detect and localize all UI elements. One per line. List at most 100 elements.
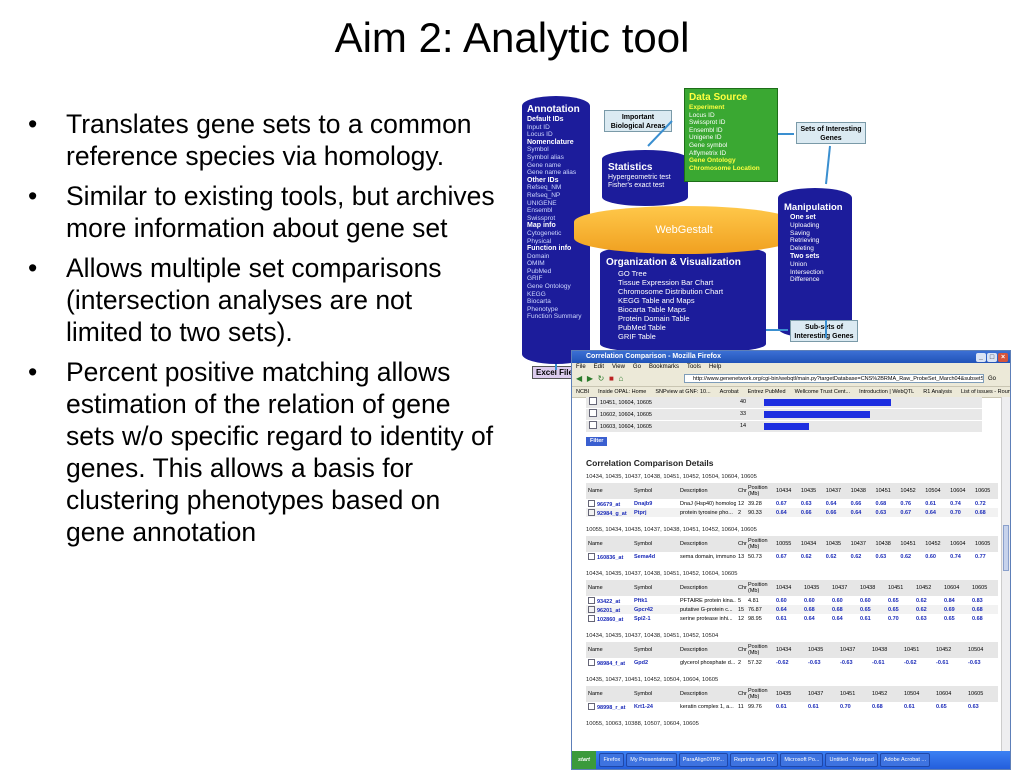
set-count: 40 (740, 399, 747, 405)
menu-item[interactable]: File (576, 364, 586, 370)
taskbar-item[interactable]: ParaAlign07PP... (678, 752, 728, 767)
probe-link[interactable]: 98984_f_at (586, 658, 632, 667)
menu-item[interactable]: View (612, 364, 625, 370)
forward-icon[interactable]: ▶ (586, 374, 593, 383)
filter-button[interactable]: Filter (586, 437, 608, 446)
bookmark-item[interactable]: Acrobat (719, 389, 739, 395)
chr-cell: 15 (736, 605, 746, 614)
taskbar-item[interactable]: Reprints and CV (729, 752, 779, 767)
correlation-value: 0.63 (875, 553, 887, 560)
bookmark-item[interactable]: R1 Analysis (923, 389, 952, 395)
probe-link[interactable]: 96201_at (586, 605, 632, 614)
list-item: UNIGENE (527, 199, 557, 207)
chr-cell: 2 (736, 508, 747, 517)
set-checkbox[interactable] (589, 397, 597, 405)
chr-cell: 12 (738, 500, 745, 507)
reload-icon[interactable]: ↻ (597, 374, 605, 383)
set-checkbox[interactable] (589, 409, 597, 417)
list-item: Biocarta (527, 298, 551, 306)
back-icon[interactable]: ◀ (576, 374, 583, 383)
start-button[interactable]: start (572, 751, 596, 769)
column-header: 10438 (858, 580, 886, 596)
correlation-value: 0.63 (800, 500, 812, 507)
symbol-link[interactable]: Sema4d (634, 553, 656, 560)
probe-link[interactable]: 93422_at (586, 596, 632, 605)
symbol-link[interactable]: Pftk1 (634, 597, 648, 604)
probe-link[interactable]: 98998_r_at (586, 702, 632, 711)
list-item: Affymetrix ID (689, 149, 727, 157)
correlation-value: 0.65 (858, 605, 886, 614)
home-icon[interactable]: ⌂ (618, 374, 624, 383)
column-header: Chr (736, 580, 747, 596)
correlation-value: 0.66 (850, 500, 862, 507)
taskbar-item[interactable]: Firefox (599, 752, 625, 767)
url-bar[interactable]: http://www.genenetwork.org/cgi-bin/webqt… (684, 374, 984, 383)
menu-item[interactable]: Tools (686, 364, 701, 370)
probe-link[interactable]: 102860_at (586, 614, 632, 623)
correlation-value: 0.83 (972, 597, 983, 604)
stop-icon[interactable]: ■ (609, 374, 614, 383)
correlation-value: 0.74 (950, 500, 961, 507)
column-header: 10438 (870, 642, 902, 658)
correlation-value: 0.65 (888, 597, 899, 604)
column-header: 10434 (774, 580, 802, 596)
list-item: Gene symbol (689, 141, 728, 149)
menu-item[interactable]: Edit (593, 364, 605, 370)
bookmark-item[interactable]: Wellcome Trust Cent... (794, 389, 851, 395)
go-button[interactable]: Go (988, 376, 997, 382)
set-label: 10602, 10604, 10605 (600, 412, 652, 418)
window-titlebar[interactable]: Correlation Comparison - Mozilla Firefox… (572, 351, 1010, 363)
bookmark-item[interactable]: Introduction | WebQTL (859, 389, 915, 395)
taskbar-item[interactable]: Adobe Acrobat ... (879, 752, 931, 767)
chr-cell: 11 (738, 703, 744, 710)
close-icon[interactable]: × (998, 353, 1008, 362)
column-header: 10451 (838, 686, 870, 702)
taskbar-item[interactable]: My Presentations (626, 752, 677, 767)
maximize-icon[interactable]: □ (987, 353, 997, 362)
set-checkbox[interactable] (589, 421, 597, 429)
description-cell: DnaJ (Hsp40) homolog, (680, 500, 737, 507)
column-header: Position (Mb) (746, 686, 774, 702)
bullet-list: Translates gene sets to a common referen… (20, 108, 495, 556)
section-label: Other IDs (527, 176, 559, 184)
correlation-value: 0.70 (888, 615, 899, 622)
symbol-link[interactable]: Krt1-24 (634, 703, 653, 710)
probe-link[interactable]: 92984_g_at (586, 508, 632, 517)
bookmark-item[interactable]: List of issues - Roun... (960, 389, 1010, 395)
symbol-link[interactable]: Spi2-1 (634, 615, 651, 622)
scrollbar-thumb[interactable] (1003, 525, 1009, 571)
list-item: Union (790, 260, 807, 268)
symbol-link[interactable]: Gpcr42 (632, 605, 678, 614)
column-header: Description (678, 483, 737, 499)
minimize-icon[interactable]: _ (976, 353, 986, 362)
probe-link[interactable]: 96679_at (586, 499, 632, 508)
page-scrollbar[interactable] (1001, 397, 1010, 751)
bookmark-item[interactable]: Entrez PubMed (747, 389, 786, 395)
column-header: Description (678, 642, 736, 658)
list-item: Physical (527, 237, 552, 245)
taskbar-item[interactable]: Microsoft Po... (780, 752, 824, 767)
symbol-link[interactable]: Ptprj (632, 508, 678, 517)
probe-link[interactable]: 160836_at (586, 552, 632, 561)
menu-item[interactable]: Help (708, 364, 722, 370)
symbol-link[interactable]: Gpd2 (634, 659, 649, 666)
list-item: Locus ID (689, 111, 715, 119)
bookmark-item[interactable]: NCBI (576, 389, 590, 395)
taskbar-item[interactable]: Untitled - Notepad (825, 752, 878, 767)
window-title: Correlation Comparison - Mozilla Firefox (586, 353, 721, 360)
bookmark-item[interactable]: SNPview at GNF: 10... (655, 389, 711, 395)
correlation-value: 0.64 (774, 605, 802, 614)
symbol-link[interactable]: Dnajb9 (634, 500, 653, 507)
column-header: 10437 (830, 580, 858, 596)
correlation-value: 0.61 (860, 615, 871, 622)
bookmark-item[interactable]: Inside OPAL: Home (598, 389, 647, 395)
menu-item[interactable]: Bookmarks (648, 364, 679, 370)
menu-item[interactable]: Go (632, 364, 641, 370)
set-count: 33 (740, 411, 747, 417)
bookmarks-toolbar: NCBI Inside OPAL: Home SNPview at GNF: 10.… (572, 387, 1010, 398)
